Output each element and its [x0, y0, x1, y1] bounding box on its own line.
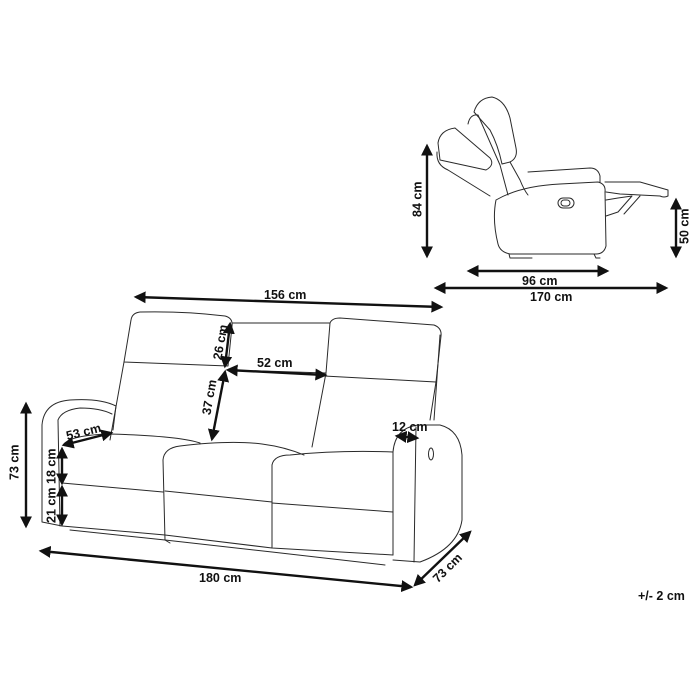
dim-53-line: [61, 429, 114, 449]
label-cushion-height: 18 cm: [44, 448, 59, 484]
label-depth-upright: 96 cm: [522, 274, 558, 288]
sofa-front-view: [41, 311, 463, 566]
label-total-height: 73 cm: [7, 444, 22, 480]
label-depth-reclined: 170 cm: [530, 290, 573, 304]
label-overall-width: 156 cm: [264, 288, 307, 302]
recliner-side-view: [436, 96, 669, 259]
dim-73d-line: [413, 530, 472, 587]
label-armrest-width: 12 cm: [392, 420, 428, 434]
label-seat-floor-height: 21 cm: [44, 487, 59, 523]
label-tolerance: +/- 2 cm: [638, 589, 685, 603]
dim-12-line: [394, 430, 420, 444]
dim-52-line: [225, 364, 328, 381]
dim-37-line: [207, 369, 230, 442]
dim-26-line: [220, 321, 235, 369]
label-footrest-height: 50 cm: [677, 208, 692, 244]
label-seat-width: 52 cm: [257, 356, 293, 370]
dim-180-line: [38, 545, 414, 593]
label-base-width: 180 cm: [199, 571, 242, 585]
label-side-height: 84 cm: [410, 181, 425, 217]
dim-156-line: [133, 291, 444, 313]
